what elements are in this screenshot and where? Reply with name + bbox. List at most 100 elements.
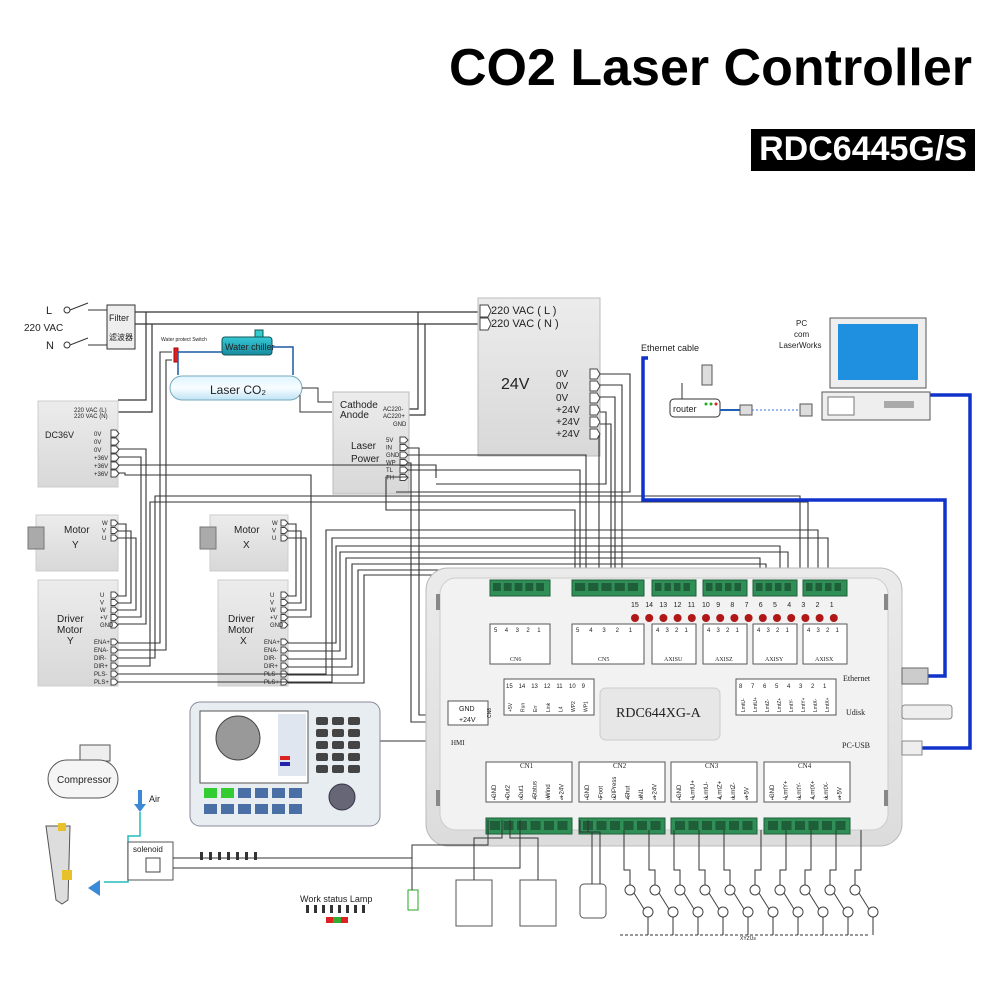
lp-anode-label: Anode	[340, 410, 369, 421]
mains-input: L N 220 VAC Filter 滤波器	[24, 302, 136, 352]
page-title: CO2 Laser Controller	[448, 39, 972, 97]
bot-pin-3-4: LmtX-	[824, 782, 830, 798]
top-num-1-4: 1	[629, 628, 633, 634]
port-ethernet: Ethernet	[843, 674, 871, 683]
top-num-0-3: 2	[526, 628, 530, 634]
mid-r-num-0: 8	[739, 684, 743, 690]
lp-gnd: GND	[393, 422, 407, 428]
lp-pin-5: TH	[386, 476, 394, 482]
top-num-2-3: 1	[685, 628, 689, 634]
mid-r-sig-4: LmtY-	[789, 699, 795, 712]
mid-l-num-2: 13	[531, 684, 538, 690]
network: Ethernet cable router PC com LaserWorks	[641, 317, 931, 421]
mid-l-sig-2: Err	[533, 705, 539, 712]
controller-board: RDC644XG-A Ethernet Udisk PC-USB HMI GND…	[425, 567, 953, 847]
air-label: Air	[149, 794, 160, 804]
mid-l-sig-4: L4	[558, 706, 564, 712]
motor_y-pin-0: W	[102, 521, 108, 527]
driver_y-pin-3: +V	[100, 616, 108, 622]
led-num-7: 8	[730, 602, 734, 609]
bot-pin-3-0: GND	[770, 784, 776, 798]
driver_y-pin-2: W	[100, 608, 106, 614]
mid-l-sig-1: Run	[521, 703, 527, 712]
mid-r-sig-3: LmtZ+	[777, 698, 783, 712]
bot-num-3-1: 2	[785, 796, 788, 802]
led-num-8: 7	[745, 602, 749, 609]
mid-l-num-1: 14	[519, 684, 526, 690]
bot-pin-3-5: +5V	[838, 787, 844, 798]
mid-r-num-5: 3	[799, 684, 803, 690]
lp-pin-2: GND	[386, 453, 400, 459]
driver_x-pin-2: W	[270, 608, 276, 614]
psu-l-label: 220 VAC ( L )	[491, 305, 556, 317]
filter-cn-label: 滤波器	[109, 332, 133, 342]
mid-r-sig-5: LmtY+	[801, 697, 807, 712]
bot-num-0-4: 5	[547, 796, 550, 802]
dc36-label: DC36V	[45, 430, 74, 440]
bot-num-3-2: 3	[798, 796, 801, 802]
top-num-1-1: 4	[589, 628, 593, 634]
port-hmi: HMI	[451, 739, 465, 747]
bot-num-0-5: 6	[561, 796, 564, 802]
hmi-24v: +24V	[459, 717, 476, 724]
solenoid-label: solenoid	[133, 845, 163, 854]
driver_y-sig-0: ENA+	[94, 640, 110, 646]
top-conn-5: AXISX	[815, 657, 834, 663]
laser-power-supply: Cathode Anode Laser Power AC220- AC220+ …	[332, 391, 410, 495]
mid-l-num-3: 12	[544, 684, 551, 690]
driver_x-sig-2: DIR-	[264, 656, 276, 662]
mid-r-num-2: 6	[763, 684, 767, 690]
psu-n-label: 220 VAC ( N )	[491, 318, 559, 330]
filter-box	[106, 304, 136, 350]
bot-pin-3-3: LmtX+	[811, 780, 817, 798]
model-badge: RDC6445G/S	[751, 129, 975, 171]
top-num-5-1: 3	[817, 628, 821, 634]
motor-x: Motor X WVU	[199, 514, 289, 572]
led-num-10: 5	[773, 602, 777, 609]
bot-num-0-2: 3	[520, 796, 523, 802]
top-num-2-1: 3	[666, 628, 670, 634]
psu-pin-0: 0V	[556, 369, 569, 380]
bot-num-2-2: 3	[705, 796, 708, 802]
led-num-14: 1	[830, 602, 834, 609]
psu-pin-5: +24V	[556, 429, 580, 440]
limits-label: XYZUs	[740, 936, 756, 942]
bot-num-3-0: 1	[771, 796, 774, 802]
mid-r-sig-6: LmtX-	[813, 698, 819, 712]
top-num-1-3: 2	[616, 628, 620, 634]
led-num-1: 14	[645, 602, 653, 609]
bot-num-2-3: 4	[719, 796, 722, 802]
mid-l-sig-3: Link	[546, 702, 552, 712]
laser-tube: Laser CO₂	[169, 375, 303, 401]
bot-num-1-2: 3	[613, 796, 616, 802]
motor-y-l2: Y	[72, 540, 79, 551]
router	[669, 398, 721, 418]
bot-num-1-1: 2	[600, 796, 603, 802]
motor-y: Motor Y WVU	[27, 514, 119, 572]
top-num-5-3: 1	[836, 628, 840, 634]
bot-pin-1-0: GND	[585, 784, 591, 798]
dc36-pin-4: +36V	[94, 464, 108, 470]
driver_y-sig-2: DIR-	[94, 656, 106, 662]
bot-pin-0-5: +24V	[560, 784, 566, 798]
bottom-wires	[173, 820, 601, 890]
driver-x-l1: Driver	[228, 614, 255, 625]
mid-r-num-6: 2	[811, 684, 815, 690]
bot-pin-2-4: LmtZ-	[731, 782, 737, 798]
top-num-0-2: 3	[516, 628, 520, 634]
bot-pin-2-1: LmtU+	[691, 780, 697, 798]
top-conn-3: AXISZ	[715, 657, 733, 663]
top-conn-2: AXISU	[664, 657, 683, 663]
led-num-12: 3	[801, 602, 805, 609]
driver_y-pin-1: V	[100, 601, 104, 607]
lp-pin-1: IN	[386, 446, 392, 452]
bot-num-1-5: 6	[654, 796, 657, 802]
driver-x: Driver Motor X UVW+VGNDENA+ENA-DIR-DIR+P…	[217, 579, 289, 687]
mid-l-sig-6: WP1	[584, 701, 590, 712]
driver_x-pin-3: +V	[270, 616, 278, 622]
motor_x-pin-1: V	[272, 529, 276, 535]
driver_x-sig-5: PLS+	[264, 680, 279, 686]
bot-pin-1-3: Shut	[626, 785, 632, 798]
